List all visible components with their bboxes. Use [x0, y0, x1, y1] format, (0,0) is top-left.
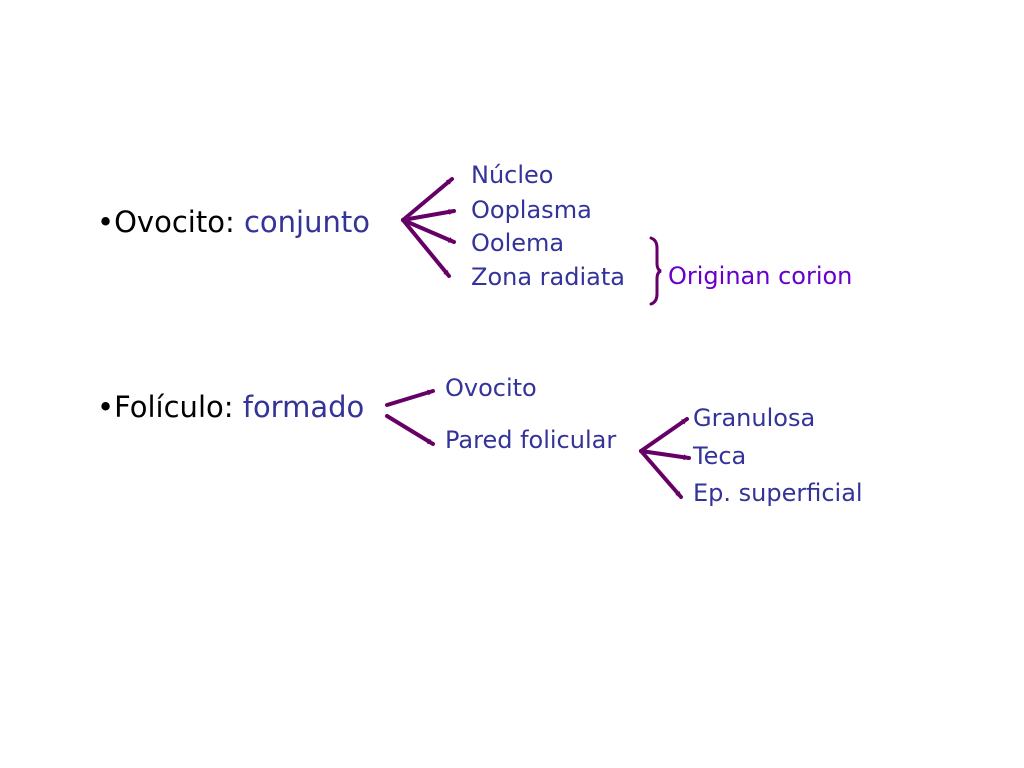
foliculo-keyword: formado: [242, 390, 365, 424]
pared-child-teca: Teca: [693, 442, 747, 470]
ovocito-label: Ovocito:: [114, 205, 235, 239]
arrow-pared-granulosa: [639, 417, 689, 453]
arrow-ovocito-zona-radiata: [401, 218, 451, 278]
foliculo-child-ovocito: Ovocito: [445, 374, 537, 402]
pared-child-granulosa: Granulosa: [693, 404, 816, 432]
arrow-ovocito-ooplasma: [401, 208, 456, 222]
ovocito-child-oolema: Oolema: [471, 229, 565, 257]
arrow-ovocito-nucleo: [401, 177, 454, 222]
ovocito-keyword: conjunto: [243, 205, 370, 239]
foliculo-bullet: •: [97, 390, 115, 424]
arrow-foliculo-pared-folicular: [385, 414, 435, 446]
foliculo-label: Folículo:: [114, 390, 234, 424]
arrow-pared-teca: [639, 449, 691, 461]
bracket-originan-corion: [649, 236, 662, 306]
ovocito-child-zona-radiata: Zona radiata: [471, 263, 625, 291]
arrow-foliculo-ovocito: [385, 389, 435, 407]
ovocito-child-ooplasma: Ooplasma: [471, 196, 592, 224]
foliculo-child-pared-folicular: Pared folicular: [445, 426, 617, 454]
ovocito-heading: •Ovocito: conjunto: [97, 208, 370, 237]
foliculo-heading: •Folículo: formado: [97, 393, 364, 422]
pared-child-ep-superficial: Ep. superficial: [693, 479, 863, 507]
ovocito-child-nucleo: Núcleo: [471, 161, 554, 189]
arrow-ovocito-oolema: [401, 218, 456, 244]
arrow-pared-ep-superficial: [639, 449, 683, 499]
originan-corion-note: Originan corion: [668, 262, 853, 290]
ovocito-bullet: •: [97, 205, 115, 239]
